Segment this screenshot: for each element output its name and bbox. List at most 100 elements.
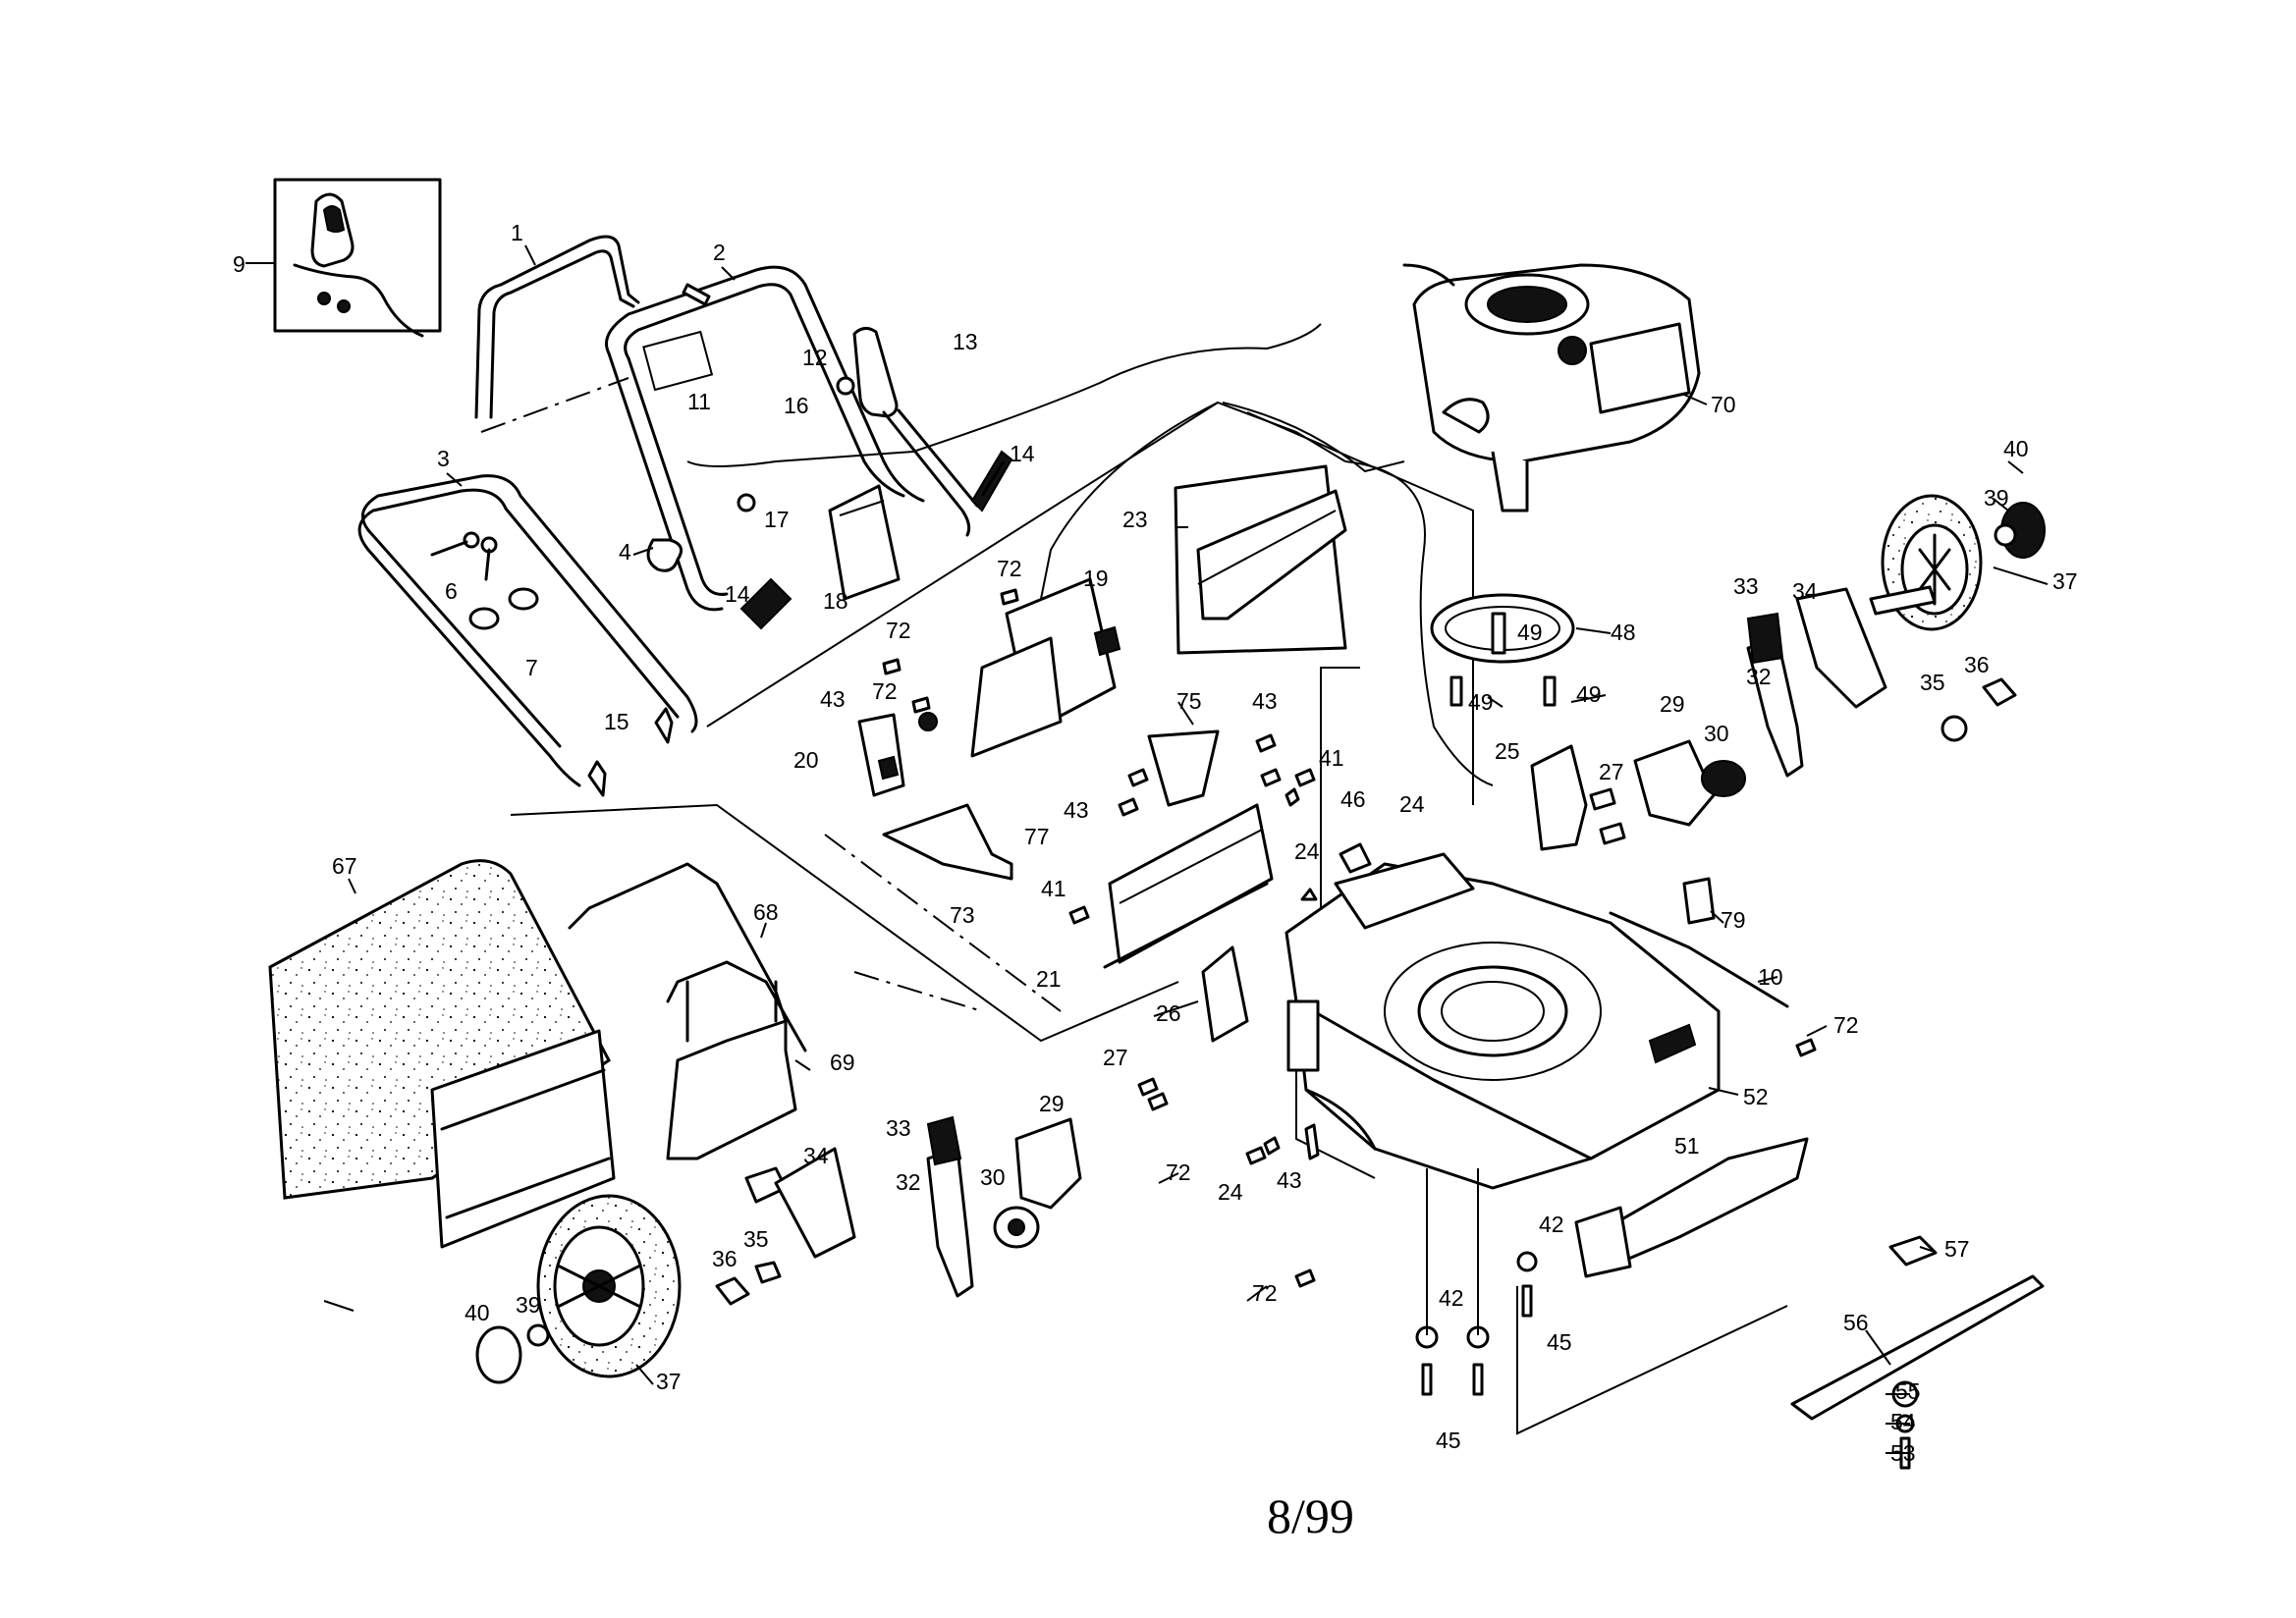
callout-70: 70 bbox=[1711, 392, 1736, 417]
callout-4: 4 bbox=[619, 539, 631, 565]
callout-72-d: 72 bbox=[1833, 1012, 1859, 1038]
callout-42-b: 42 bbox=[1439, 1285, 1464, 1311]
callout-52: 52 bbox=[1743, 1084, 1769, 1109]
callout-46: 46 bbox=[1340, 786, 1366, 812]
callout-40-a: 40 bbox=[2003, 436, 2029, 461]
callout-75: 75 bbox=[1176, 688, 1202, 714]
middle-handle-2 bbox=[605, 265, 925, 612]
callout-21: 21 bbox=[1036, 966, 1062, 992]
callout-24-b: 24 bbox=[1294, 838, 1320, 864]
callout-43-b: 43 bbox=[1252, 688, 1278, 714]
callout-labels: 1 2 3 4 6 7 9 10 11 12 13 14 14 15 16 17… bbox=[233, 220, 2078, 1466]
ring-48 bbox=[1430, 593, 1575, 707]
callout-49-c: 49 bbox=[1576, 681, 1602, 707]
callout-25: 25 bbox=[1495, 738, 1520, 764]
bracket-20 bbox=[857, 713, 905, 797]
callout-30-b: 30 bbox=[980, 1164, 1006, 1190]
callout-51: 51 bbox=[1674, 1133, 1700, 1159]
callout-42-a: 42 bbox=[1539, 1212, 1564, 1237]
callout-56: 56 bbox=[1843, 1310, 1869, 1335]
callout-7: 7 bbox=[525, 655, 538, 680]
callout-45-b: 45 bbox=[1436, 1428, 1461, 1453]
callout-49-a: 49 bbox=[1517, 620, 1543, 645]
callout-48: 48 bbox=[1611, 620, 1636, 645]
callout-54: 54 bbox=[1890, 1409, 1916, 1434]
callout-35-b: 35 bbox=[743, 1226, 769, 1252]
callout-72-c: 72 bbox=[872, 678, 898, 704]
bracket-75 bbox=[1147, 729, 1220, 807]
knob-14-lower bbox=[739, 577, 793, 630]
leader-lines bbox=[323, 244, 2049, 1454]
misc-right bbox=[1609, 877, 1789, 1008]
callout-2: 2 bbox=[713, 240, 726, 265]
callout-12: 12 bbox=[802, 345, 828, 370]
callout-14-lower: 14 bbox=[725, 581, 750, 607]
callout-39-b: 39 bbox=[516, 1292, 541, 1318]
callout-43-c: 43 bbox=[1064, 797, 1089, 823]
small-fasteners bbox=[882, 588, 1817, 1288]
callout-43-a: 43 bbox=[820, 686, 846, 712]
control-cable bbox=[686, 323, 1322, 467]
callout-16: 16 bbox=[784, 393, 809, 418]
callout-27-b: 27 bbox=[1103, 1045, 1128, 1070]
callout-41-b: 41 bbox=[1041, 876, 1066, 901]
callout-36-a: 36 bbox=[1964, 652, 1990, 677]
bracket-26 bbox=[1201, 842, 1372, 1043]
callout-33-a: 33 bbox=[1733, 573, 1759, 599]
deck-bolts bbox=[1415, 1168, 1788, 1435]
callout-15: 15 bbox=[604, 709, 629, 734]
callout-72-f: 72 bbox=[1252, 1280, 1278, 1306]
inset-control-cable-9 bbox=[246, 178, 442, 338]
callout-39-a: 39 bbox=[1984, 485, 2009, 511]
callout-1: 1 bbox=[511, 220, 523, 245]
callout-30-a: 30 bbox=[1704, 721, 1729, 746]
callout-49-b: 49 bbox=[1468, 689, 1494, 715]
bracket-19 bbox=[970, 577, 1121, 758]
callout-72-e: 72 bbox=[1166, 1160, 1191, 1185]
callout-13: 13 bbox=[953, 329, 978, 354]
lower-handle-3 bbox=[357, 474, 698, 787]
shield-51 bbox=[1574, 1137, 1809, 1278]
callout-23: 23 bbox=[1122, 507, 1148, 532]
callout-41-a: 41 bbox=[1319, 745, 1344, 771]
deflector-18 bbox=[828, 484, 901, 601]
handle-hardware bbox=[430, 283, 880, 797]
callout-34-b: 34 bbox=[803, 1143, 829, 1168]
callout-79: 79 bbox=[1721, 907, 1746, 933]
callout-32-a: 32 bbox=[1746, 664, 1772, 689]
callout-37-a: 37 bbox=[2052, 568, 2078, 594]
assembly-lines bbox=[510, 401, 1494, 1043]
knob-14-upper bbox=[970, 450, 1013, 512]
callout-69: 69 bbox=[830, 1050, 855, 1075]
callout-72-b: 72 bbox=[886, 618, 911, 643]
callout-19: 19 bbox=[1083, 566, 1109, 591]
callout-9: 9 bbox=[233, 251, 246, 277]
callout-33-b: 33 bbox=[886, 1115, 911, 1141]
callout-32-b: 32 bbox=[896, 1169, 921, 1195]
callout-35-a: 35 bbox=[1920, 670, 1945, 695]
callout-68: 68 bbox=[753, 899, 779, 925]
callout-6: 6 bbox=[445, 578, 458, 604]
rear-door-21 bbox=[1103, 803, 1274, 969]
callout-57: 57 bbox=[1944, 1236, 1970, 1262]
callout-34-a: 34 bbox=[1792, 578, 1818, 604]
callout-24-a: 24 bbox=[1399, 791, 1425, 817]
callout-55: 55 bbox=[1895, 1378, 1921, 1404]
callout-17: 17 bbox=[764, 507, 790, 532]
callout-29-a: 29 bbox=[1660, 691, 1685, 717]
callout-11: 11 bbox=[687, 389, 711, 414]
callout-36-b: 36 bbox=[712, 1246, 738, 1271]
callout-24-c: 24 bbox=[1218, 1179, 1243, 1205]
footer-date-code: 8/99 bbox=[1267, 1488, 1354, 1543]
callout-72-a: 72 bbox=[997, 556, 1022, 581]
callout-37-b: 37 bbox=[656, 1369, 682, 1394]
baffle-73 bbox=[882, 803, 1013, 881]
blade-56 bbox=[1790, 1235, 2045, 1470]
upper-handle-1 bbox=[474, 235, 640, 433]
bag-frame-68-69 bbox=[568, 862, 807, 1160]
callout-40-b: 40 bbox=[465, 1300, 490, 1325]
height-adjuster-right bbox=[1746, 585, 1937, 778]
grass-bag-67 bbox=[268, 859, 616, 1249]
callout-3: 3 bbox=[437, 446, 450, 471]
